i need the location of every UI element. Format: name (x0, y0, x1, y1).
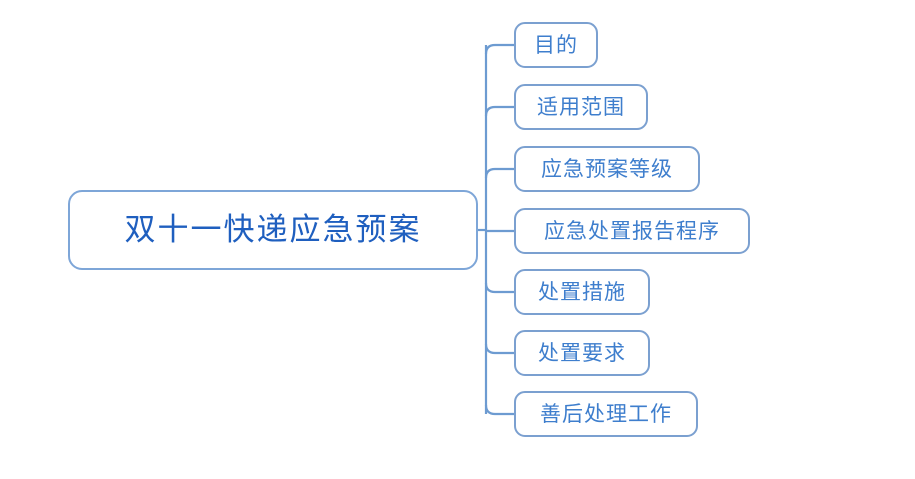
connector-branch-5 (484, 282, 514, 294)
connector-branch-6 (484, 343, 514, 355)
child-node-6-label: 处置要求 (538, 340, 626, 365)
connector-branch-2 (484, 105, 514, 117)
root-node-label: 双十一快递应急预案 (124, 211, 422, 248)
child-node-1[interactable]: 目的 (514, 22, 598, 68)
child-node-2-label: 适用范围 (537, 94, 625, 119)
connector-branch-1 (484, 43, 514, 55)
child-node-7-label: 善后处理工作 (540, 401, 672, 426)
child-node-4[interactable]: 应急处置报告程序 (514, 208, 750, 254)
child-node-7[interactable]: 善后处理工作 (514, 391, 698, 437)
child-node-5-label: 处置措施 (538, 279, 626, 304)
root-node[interactable]: 双十一快递应急预案 (68, 190, 478, 270)
child-node-4-label: 应急处置报告程序 (544, 218, 720, 243)
connector-branch-3 (484, 167, 514, 179)
connector-branch-7 (484, 404, 514, 416)
child-node-2[interactable]: 适用范围 (514, 84, 648, 130)
child-node-3-label: 应急预案等级 (541, 156, 673, 181)
child-node-3[interactable]: 应急预案等级 (514, 146, 700, 192)
child-node-6[interactable]: 处置要求 (514, 330, 650, 376)
child-node-1-label: 目的 (534, 32, 578, 57)
child-node-5[interactable]: 处置措施 (514, 269, 650, 315)
